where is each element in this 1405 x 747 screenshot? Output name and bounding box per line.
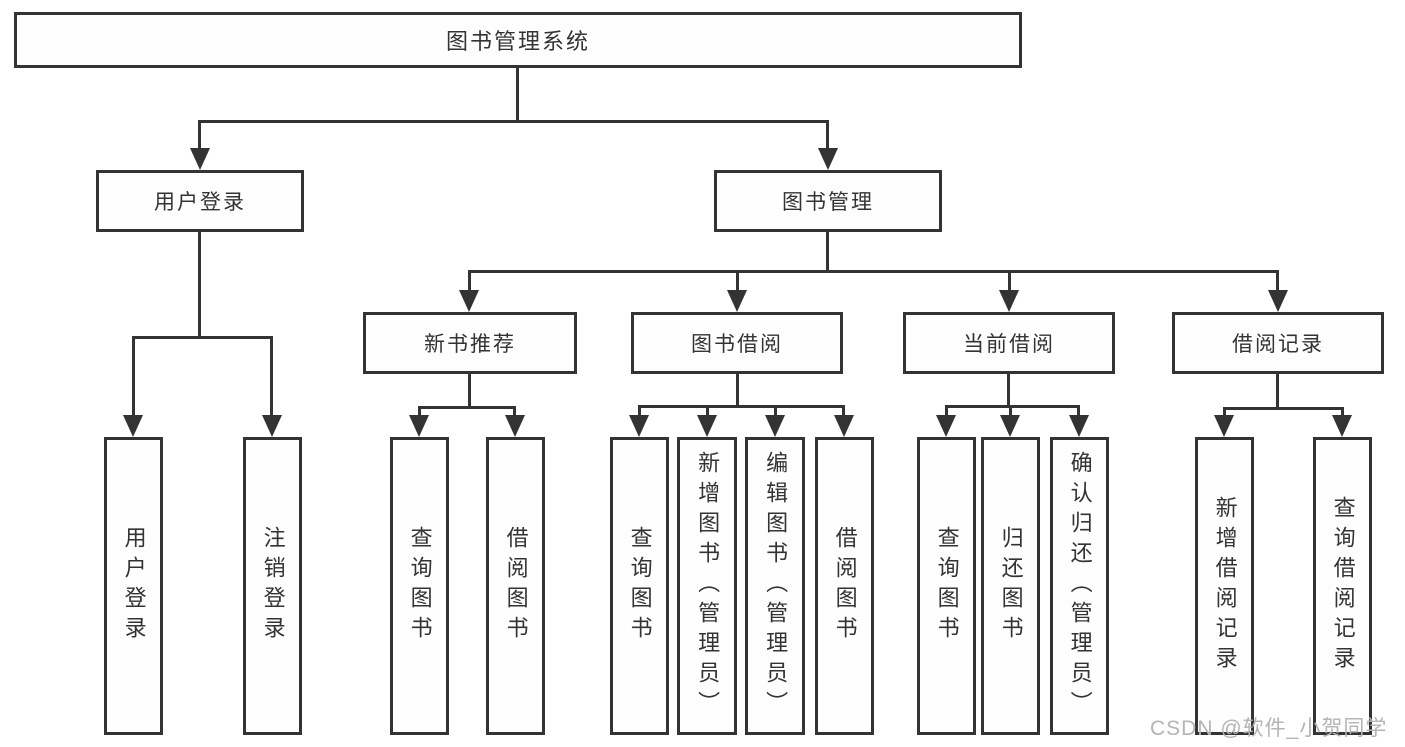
node-new-book-recommendation-label: 新书推荐 xyxy=(424,333,516,356)
node-borrowing-records: 借阅记录 xyxy=(1172,312,1384,374)
connector-drop xyxy=(1009,405,1012,417)
arrow-down-icon xyxy=(1214,415,1234,437)
connector-current-borrowing-bus xyxy=(945,405,1080,408)
node-leaf-query-books-recommend: 查询图书 xyxy=(390,437,449,735)
node-leaf-edit-books-admin-label: 编辑图书（管理员） xyxy=(763,451,789,721)
node-leaf-user-login-label: 用户登录 xyxy=(121,526,147,646)
connector-user-login-bus xyxy=(132,336,273,339)
connector-current-borrowing-stem xyxy=(1007,372,1010,405)
node-leaf-confirm-return-admin: 确认归还（管理员） xyxy=(1050,437,1109,735)
node-leaf-query-borrow-record-label: 查询借阅记录 xyxy=(1330,496,1356,676)
node-leaf-query-books-current-label: 查询图书 xyxy=(934,526,960,646)
arrow-down-icon xyxy=(1069,415,1089,437)
connector-drop xyxy=(513,406,516,417)
node-leaf-add-borrow-record-label: 新增借阅记录 xyxy=(1212,496,1238,676)
node-leaf-user-login: 用户登录 xyxy=(104,437,163,735)
connector-drop-new-book xyxy=(468,270,471,292)
node-leaf-query-books-current: 查询图书 xyxy=(917,437,976,735)
node-user-login: 用户登录 xyxy=(96,170,304,232)
arrow-down-icon xyxy=(818,148,838,170)
node-leaf-query-books-borrowing: 查询图书 xyxy=(610,437,669,735)
arrow-down-icon xyxy=(123,415,143,437)
node-leaf-return-books: 归还图书 xyxy=(981,437,1040,735)
arrow-down-icon xyxy=(459,290,479,312)
connector-level2-bus xyxy=(198,120,829,123)
arrow-down-icon xyxy=(1268,290,1288,312)
node-book-management-label: 图书管理 xyxy=(782,191,874,214)
connector-borrowing-records-bus xyxy=(1223,407,1343,410)
connector-root-stem xyxy=(516,66,519,120)
connector-user-login-stem xyxy=(198,230,201,336)
node-leaf-confirm-return-admin-label: 确认归还（管理员） xyxy=(1067,451,1093,721)
connector-drop xyxy=(706,405,709,417)
connector-book-management-stem xyxy=(826,230,829,272)
arrow-down-icon xyxy=(936,415,956,437)
node-leaf-add-borrow-record: 新增借阅记录 xyxy=(1195,437,1254,735)
connector-drop-user-login xyxy=(198,120,201,150)
connector-drop-current-borrow xyxy=(1008,270,1011,292)
arrow-down-icon xyxy=(1000,415,1020,437)
node-leaf-borrow-books-recommend: 借阅图书 xyxy=(486,437,545,735)
connector-drop-book-borrow xyxy=(736,270,739,292)
node-library-system: 图书管理系统 xyxy=(14,12,1022,68)
node-book-management: 图书管理 xyxy=(714,170,942,232)
node-leaf-query-books-recommend-label: 查询图书 xyxy=(407,526,433,646)
node-leaf-query-books-borrowing-label: 查询图书 xyxy=(627,526,653,646)
connector-borrowing-records-stem xyxy=(1276,372,1279,407)
connector-drop xyxy=(774,405,777,417)
arrow-down-icon xyxy=(834,415,854,437)
connector-drop xyxy=(945,405,948,417)
node-library-system-label: 图书管理系统 xyxy=(445,29,590,54)
node-book-borrowing: 图书借阅 xyxy=(631,312,843,374)
arrow-down-icon xyxy=(629,415,649,437)
node-new-book-recommendation: 新书推荐 xyxy=(363,312,577,374)
node-book-borrowing-label: 图书借阅 xyxy=(691,333,783,356)
node-current-borrowing: 当前借阅 xyxy=(903,312,1115,374)
node-leaf-logout-login-label: 注销登录 xyxy=(260,526,286,646)
connector-drop xyxy=(418,406,421,417)
node-leaf-borrow-books-label: 借阅图书 xyxy=(832,526,858,646)
node-leaf-borrow-books: 借阅图书 xyxy=(815,437,874,735)
arrow-down-icon xyxy=(409,415,429,437)
node-leaf-add-books-admin-label: 新增图书（管理员） xyxy=(695,451,721,721)
node-borrowing-records-label: 借阅记录 xyxy=(1232,333,1324,356)
arrow-down-icon xyxy=(765,415,785,437)
connector-drop-leaf-user-login xyxy=(132,336,135,417)
node-leaf-query-borrow-record: 查询借阅记录 xyxy=(1313,437,1372,735)
connector-drop xyxy=(842,405,845,417)
connector-level3-bus xyxy=(468,270,1279,273)
connector-drop-leaf-logout xyxy=(270,336,273,417)
connector-drop xyxy=(638,405,641,417)
node-leaf-logout-login: 注销登录 xyxy=(243,437,302,735)
csdn-watermark: CSDN @软件_小贺同学 xyxy=(1150,717,1388,740)
connector-new-book-stem xyxy=(468,372,471,406)
arrow-down-icon xyxy=(190,148,210,170)
node-current-borrowing-label: 当前借阅 xyxy=(963,333,1055,356)
node-leaf-edit-books-admin: 编辑图书（管理员） xyxy=(745,437,805,735)
connector-drop xyxy=(1223,407,1226,417)
connector-drop xyxy=(1077,405,1080,417)
arrow-down-icon xyxy=(505,415,525,437)
connector-drop-book-management xyxy=(826,120,829,150)
arrow-down-icon xyxy=(727,290,747,312)
connector-new-book-bus xyxy=(418,406,516,409)
connector-book-borrowing-bus xyxy=(638,405,845,408)
arrow-down-icon xyxy=(999,290,1019,312)
connector-drop xyxy=(1341,407,1344,417)
node-user-login-label: 用户登录 xyxy=(154,191,246,214)
arrow-down-icon xyxy=(262,415,282,437)
connector-book-borrowing-stem xyxy=(736,372,739,405)
node-leaf-add-books-admin: 新增图书（管理员） xyxy=(677,437,737,735)
connector-drop-borrow-records xyxy=(1276,270,1279,292)
arrow-down-icon xyxy=(1332,415,1352,437)
node-leaf-borrow-books-recommend-label: 借阅图书 xyxy=(503,526,529,646)
arrow-down-icon xyxy=(697,415,717,437)
node-leaf-return-books-label: 归还图书 xyxy=(998,526,1024,646)
